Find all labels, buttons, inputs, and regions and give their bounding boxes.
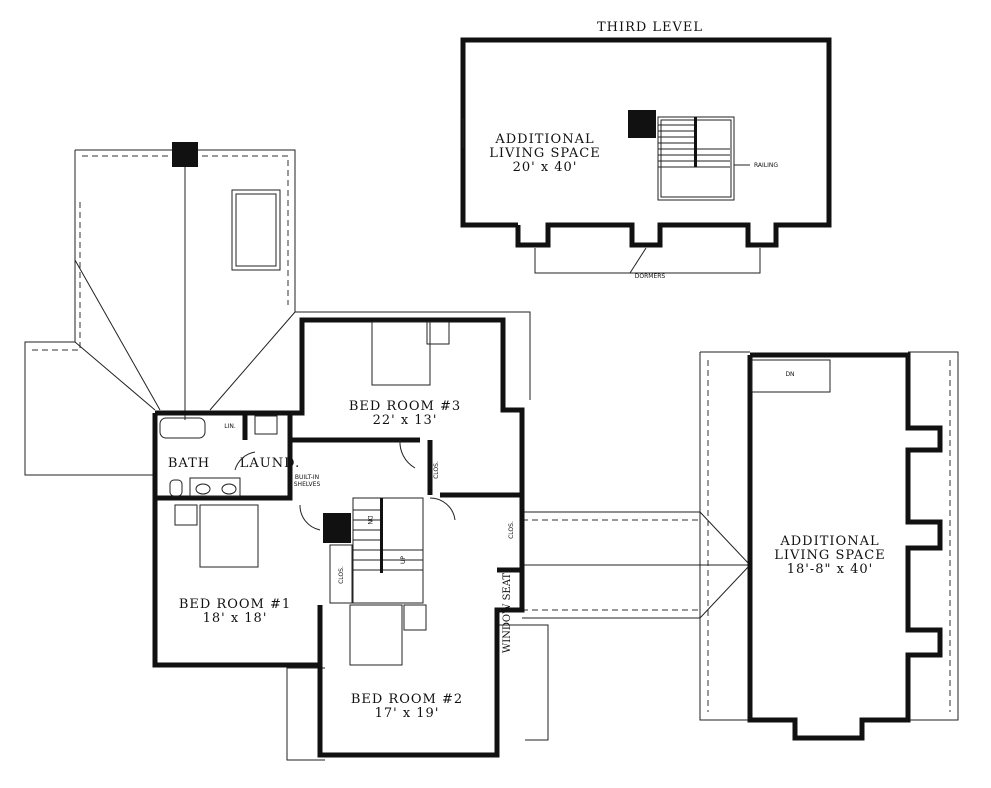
roof-outlines [24,142,751,761]
bedroom2-size: 17' x 19' [375,706,440,721]
laundry-label: LAUND. [240,456,300,471]
stair-down-label: DN [366,515,373,524]
wing-room-size: 18'-8" x 40' [787,562,873,577]
wing-room-name-1: ADDITIONAL [779,534,879,549]
third-level-room-name-1: ADDITIONAL [494,132,594,147]
dormers-label: DORMERS [635,273,666,280]
shelves-label-1: BUILT-IN [295,474,319,481]
railing-label: RAILING [754,162,778,169]
wing-room-name-2: LIVING SPACE [774,548,885,563]
closet-label-1: CLOS. [338,566,345,584]
bedroom3-size: 22' x 13' [373,413,438,428]
closet-label-2: CLOS. [433,461,440,479]
window-seat-label: WINDOW SEAT [502,573,513,653]
wing-stair-down-label: DN [785,371,794,378]
third-level-room-size: 20' x 40' [513,160,578,175]
third-level-plan: THIRD LEVEL RAILING ADDITIONAL LIVING SP… [460,20,832,280]
third-level-room-name-2: LIVING SPACE [489,146,600,161]
linen-label: LIN. [224,423,236,430]
third-level-title: THIRD LEVEL [597,20,703,35]
chimney [172,142,198,167]
bedroom1-size: 18' x 18' [203,611,268,626]
wing-plan: DN ADDITIONAL LIVING SPACE 18'-8" x 40' [699,351,959,741]
bedroom3-name: BED ROOM #3 [349,399,461,414]
skylight [231,189,281,271]
bath-label: BATH [168,456,210,471]
stair-up-label: UP [400,556,407,564]
bedroom2-name: BED ROOM #2 [351,692,463,707]
closet-label-3: CLOS. [508,521,515,539]
second-level-plan: LIN. BATH LAUND. BUILT-IN SHELVES DN UP … [152,317,525,758]
shelves-label-2: SHELVES [294,481,321,488]
bedroom1-name: BED ROOM #1 [179,597,291,612]
